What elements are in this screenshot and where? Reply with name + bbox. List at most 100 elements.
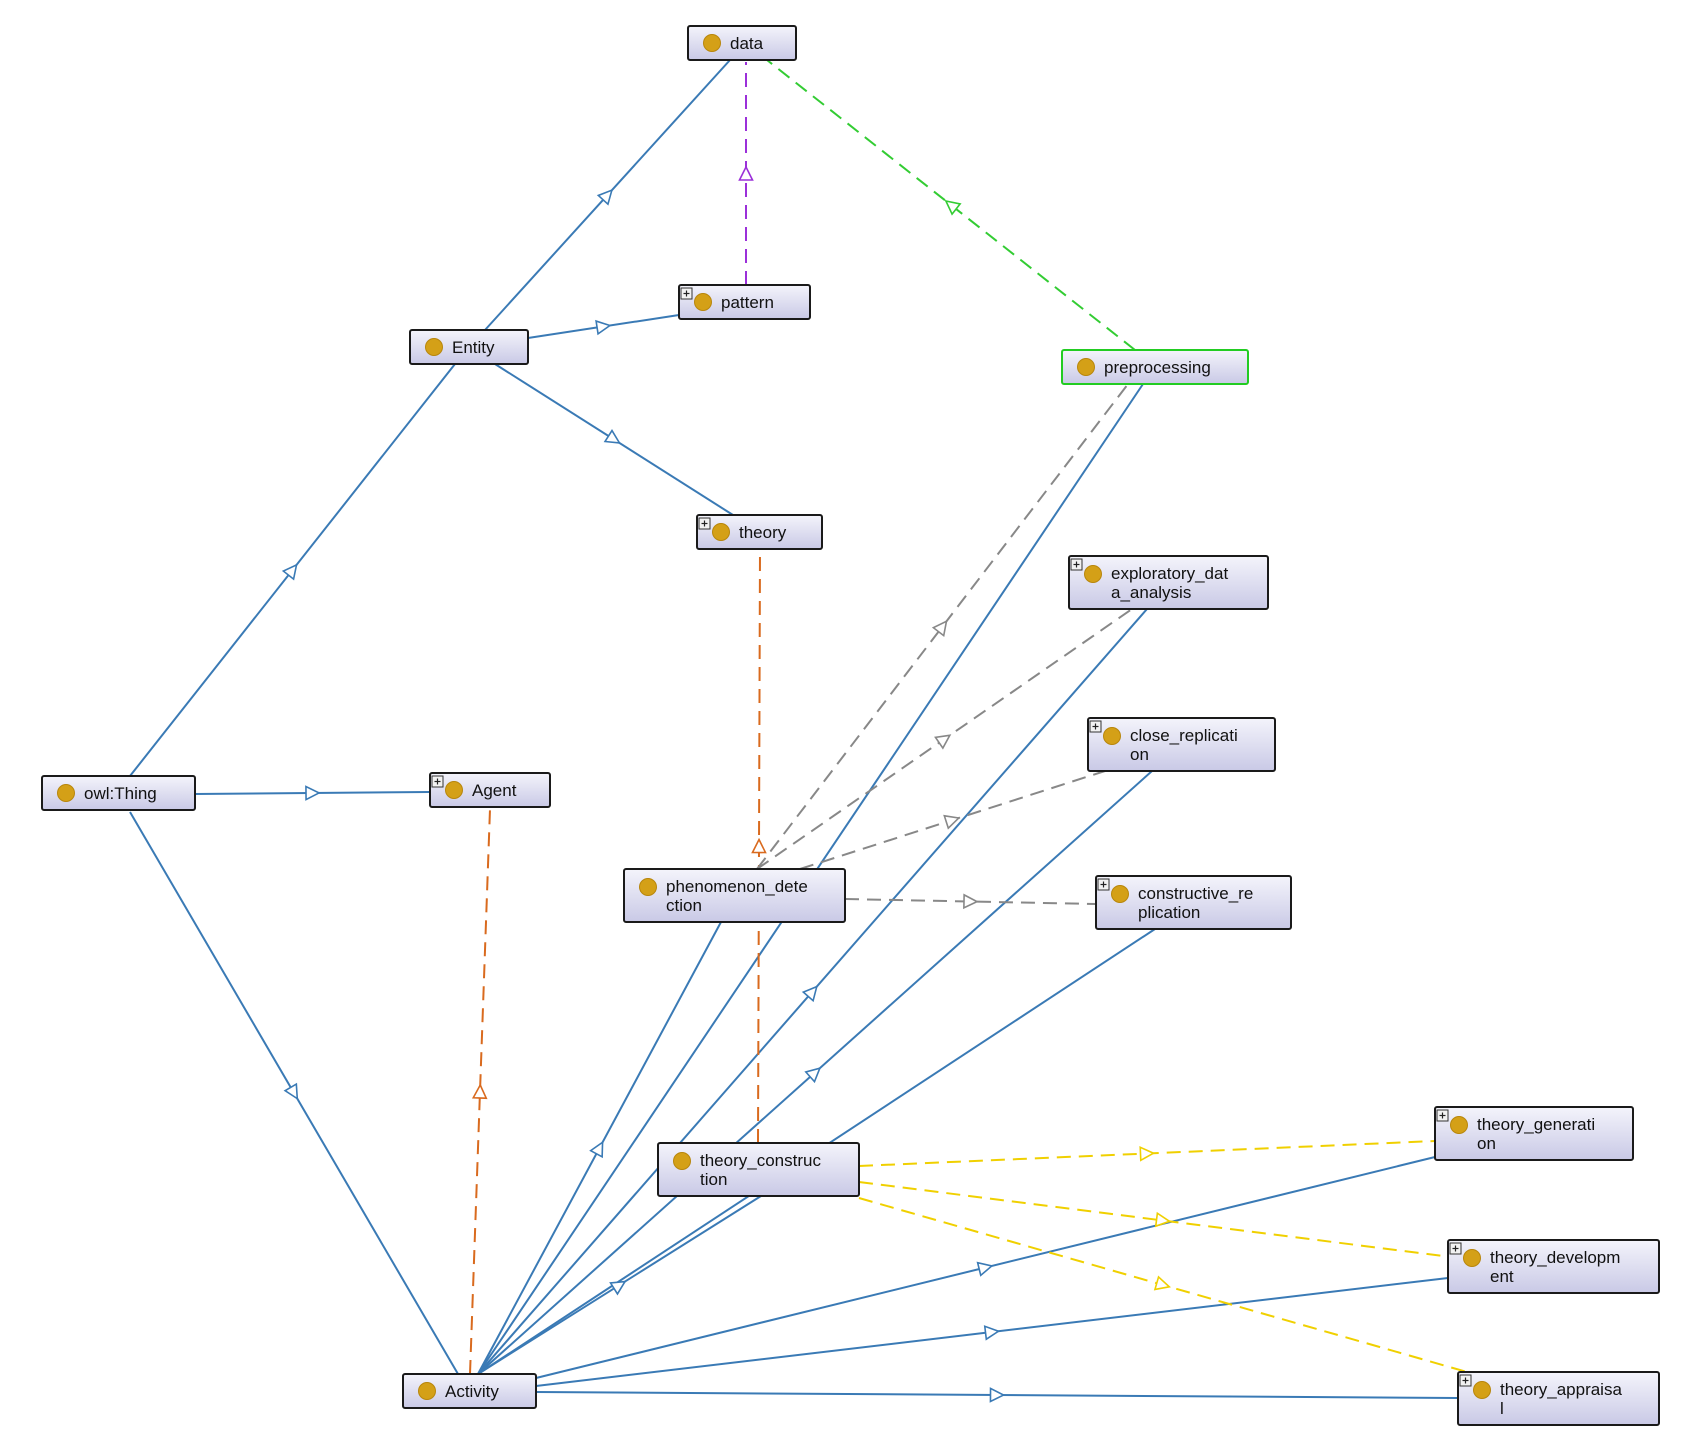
node-box[interactable] — [1068, 555, 1269, 610]
node-box[interactable] — [1095, 875, 1292, 930]
class-icon — [694, 293, 712, 311]
edge-layer — [129, 59, 1468, 1403]
edge-arrowhead — [471, 1083, 488, 1100]
edge-arrowhead — [943, 814, 961, 830]
edge-arrowhead — [804, 1066, 822, 1084]
node-label: plication — [1138, 903, 1200, 922]
node-box[interactable] — [1447, 1239, 1660, 1294]
edge-arrowhead — [603, 429, 621, 444]
node-box[interactable] — [657, 1142, 860, 1197]
edge-owlthing-to-entity — [129, 363, 456, 777]
expand-plus-icon[interactable] — [1070, 558, 1083, 571]
node-label: a_analysis — [1111, 583, 1191, 602]
edge-arrowhead — [738, 165, 754, 181]
edge-arrowhead — [609, 1280, 627, 1296]
node-box[interactable] — [696, 514, 823, 550]
class-icon — [1111, 885, 1129, 903]
node-label: Agent — [472, 781, 517, 800]
edge-entity-to-data — [484, 59, 731, 331]
edge-arrowhead — [596, 188, 614, 206]
edge-arrowhead — [1154, 1211, 1172, 1228]
edge-preprocessing-to-data — [766, 59, 1136, 351]
node-pattern[interactable]: pattern — [678, 284, 811, 320]
expand-plus-icon[interactable] — [1436, 1109, 1449, 1122]
edge-activity-to-exploratory — [477, 608, 1148, 1375]
expand-plus-icon[interactable] — [1097, 878, 1110, 891]
edge-tconstruction-to-tgeneration — [858, 1140, 1436, 1167]
node-agent[interactable]: Agent — [429, 772, 551, 808]
node-label: Entity — [452, 338, 495, 357]
edge-tconstruction-to-theory — [751, 548, 767, 1144]
node-entity[interactable]: Entity — [409, 329, 529, 365]
edge-arrowhead — [589, 1140, 604, 1159]
class-icon — [712, 523, 730, 541]
node-box[interactable] — [1434, 1106, 1634, 1161]
node-label: Activity — [445, 1382, 499, 1401]
node-label: ent — [1490, 1267, 1514, 1286]
edge-activity-to-tappraisal — [535, 1387, 1459, 1403]
expand-plus-icon[interactable] — [431, 775, 444, 788]
class-icon — [639, 878, 657, 896]
node-box[interactable] — [429, 772, 551, 808]
expand-plus-icon[interactable] — [1459, 1374, 1472, 1387]
node-box[interactable] — [1087, 717, 1276, 772]
class-icon — [1450, 1116, 1468, 1134]
node-box[interactable] — [1061, 349, 1249, 385]
node-label: preprocessing — [1104, 358, 1211, 377]
node-label: tion — [700, 1170, 727, 1189]
edge-pattern-to-data — [738, 62, 754, 285]
edge-arrowhead — [1153, 1275, 1171, 1291]
edge-arrowhead — [934, 734, 952, 750]
edge-entity-to-pattern — [527, 314, 680, 339]
node-exploratory[interactable]: exploratory_data_analysis — [1068, 555, 1269, 610]
node-label: theory_appraisa — [1500, 1380, 1622, 1399]
edge-arrowhead — [1139, 1146, 1156, 1162]
expand-plus-icon[interactable] — [698, 517, 711, 530]
node-box[interactable] — [402, 1373, 537, 1409]
node-label: on — [1477, 1134, 1496, 1153]
expand-plus-icon[interactable] — [680, 287, 693, 300]
node-label: data — [730, 34, 764, 53]
class-icon — [57, 784, 75, 802]
edge-arrowhead — [976, 1261, 994, 1277]
node-label: theory — [739, 523, 787, 542]
class-icon — [1473, 1381, 1491, 1399]
class-icon — [425, 338, 443, 356]
node-box[interactable] — [41, 775, 196, 811]
edge-activity-to-close — [477, 770, 1153, 1375]
node-label: theory_developm — [1490, 1248, 1620, 1267]
node-data[interactable]: data — [687, 25, 797, 61]
class-icon — [703, 34, 721, 52]
node-box[interactable] — [678, 284, 811, 320]
node-label: theory_generati — [1477, 1115, 1595, 1134]
edge-entity-to-theory — [494, 363, 734, 516]
edge-line — [469, 808, 491, 1375]
node-box[interactable] — [623, 868, 846, 923]
node-box[interactable] — [1457, 1371, 1660, 1426]
expand-plus-icon[interactable] — [1089, 720, 1102, 733]
node-preprocessing[interactable]: preprocessing — [1061, 349, 1249, 385]
edge-arrowhead — [983, 1325, 1001, 1341]
class-icon — [1084, 565, 1102, 583]
node-box[interactable] — [409, 329, 529, 365]
node-label: exploratory_dat — [1111, 564, 1228, 583]
node-theory[interactable]: theory — [696, 514, 823, 550]
edge-line — [766, 59, 1136, 351]
edge-phenomenon-to-exploratory — [756, 608, 1133, 870]
edge-owlthing-to-agent — [194, 785, 431, 801]
node-box[interactable] — [687, 25, 797, 61]
node-label: on — [1130, 745, 1149, 764]
node-owlthing[interactable]: owl:Thing — [41, 775, 196, 811]
node-activity[interactable]: Activity — [402, 1373, 537, 1409]
edge-arrowhead — [751, 837, 767, 854]
expand-plus-icon[interactable] — [1449, 1242, 1462, 1255]
edge-arrowhead — [963, 893, 979, 910]
edge-activity-to-tdevelopment — [535, 1277, 1449, 1387]
